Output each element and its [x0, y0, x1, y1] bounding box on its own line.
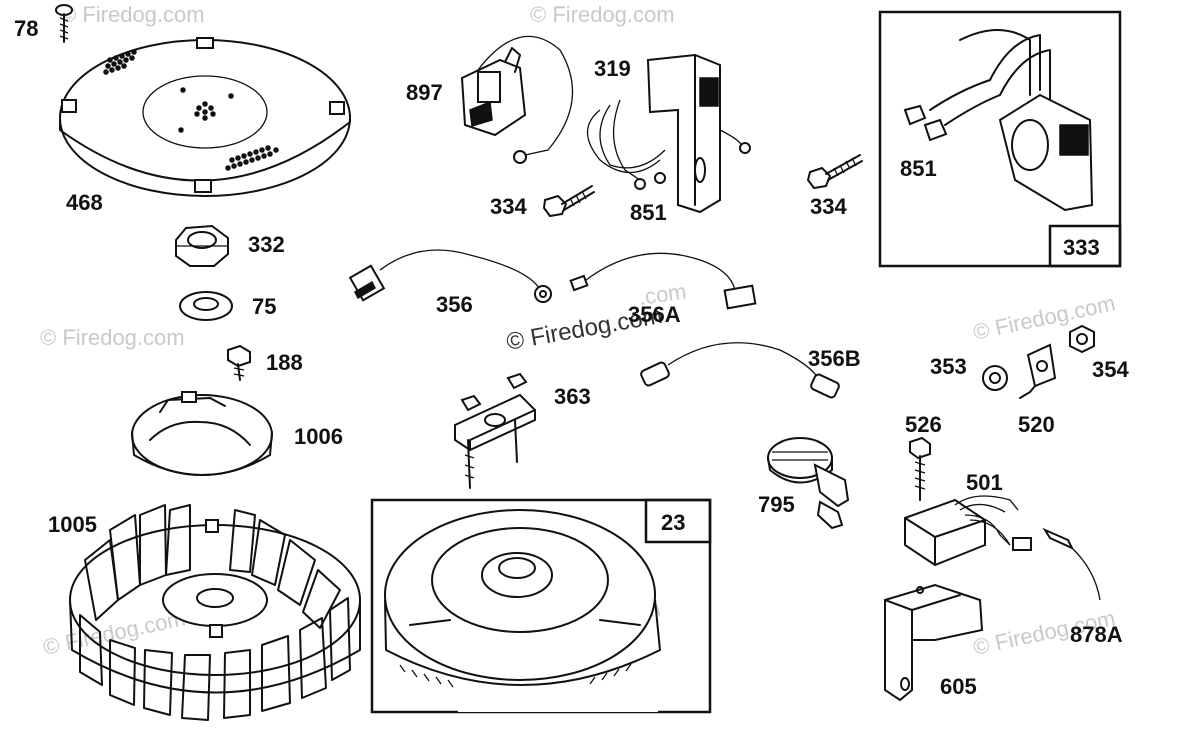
- part-795-switch: [767, 437, 850, 530]
- label-1006: 1006: [294, 424, 343, 449]
- label-520: 520: [1018, 412, 1055, 437]
- label-851-center: 851: [630, 200, 667, 225]
- label-356: 356: [436, 292, 473, 317]
- part-520-bracket: [1019, 343, 1057, 399]
- part-332-nut: [175, 224, 229, 267]
- label-356A: 356A: [628, 302, 681, 327]
- part-363-bracket: [454, 372, 536, 489]
- label-356B: 356B: [808, 346, 861, 371]
- label-353: 353: [930, 354, 967, 379]
- part-labels: 78 468 332 75 188 1006 1005 897 319 334 …: [14, 16, 1129, 699]
- label-333: 333: [1063, 235, 1100, 260]
- label-319: 319: [594, 56, 631, 81]
- watermark-tile: © Firedog.com: [530, 2, 675, 27]
- part-319-armature: [587, 53, 751, 214]
- label-795: 795: [758, 492, 795, 517]
- watermark-tile: © Firedog.com: [40, 325, 185, 350]
- part-23-box: [370, 498, 712, 714]
- label-188: 188: [266, 350, 303, 375]
- label-78: 78: [14, 16, 38, 41]
- label-605: 605: [940, 674, 977, 699]
- part-356A-lead: [569, 252, 757, 310]
- part-75-washer: [179, 291, 233, 321]
- label-334-center: 334: [490, 194, 527, 219]
- part-1005-fan: [69, 504, 361, 721]
- label-526: 526: [905, 412, 942, 437]
- label-501: 501: [966, 470, 1003, 495]
- watermark-tile: © Firedog.com: [971, 290, 1118, 345]
- part-353-washer: [982, 365, 1008, 391]
- label-878A: 878A: [1070, 622, 1123, 647]
- label-23: 23: [661, 510, 685, 535]
- label-468: 468: [66, 190, 103, 215]
- watermark-tile: © Firedog.com: [60, 2, 205, 27]
- part-78-screw: [55, 4, 73, 43]
- label-363: 363: [554, 384, 591, 409]
- part-188-bolt: [227, 344, 251, 381]
- part-334-bolt-right: [806, 154, 863, 190]
- label-1005: 1005: [48, 512, 97, 537]
- label-354: 354: [1092, 357, 1129, 382]
- part-468-screen: [59, 37, 351, 197]
- part-354-nut: [1069, 324, 1095, 354]
- label-897: 897: [406, 80, 443, 105]
- label-75: 75: [252, 294, 276, 319]
- part-878A-lead: [1042, 527, 1101, 601]
- part-333-box: [878, 10, 1122, 268]
- part-1006-cup: [131, 391, 273, 476]
- label-334-right: 334: [810, 194, 847, 219]
- part-356B-lead: [640, 342, 840, 399]
- part-356-lead: [348, 249, 552, 303]
- part-501-rectifier: [904, 495, 1032, 567]
- label-332: 332: [248, 232, 285, 257]
- part-334-bolt-center: [542, 185, 595, 218]
- part-605-bracket: [884, 583, 984, 702]
- part-897-coil: [460, 35, 574, 164]
- label-851-box: 851: [900, 156, 937, 181]
- part-526-bolt: [909, 436, 931, 501]
